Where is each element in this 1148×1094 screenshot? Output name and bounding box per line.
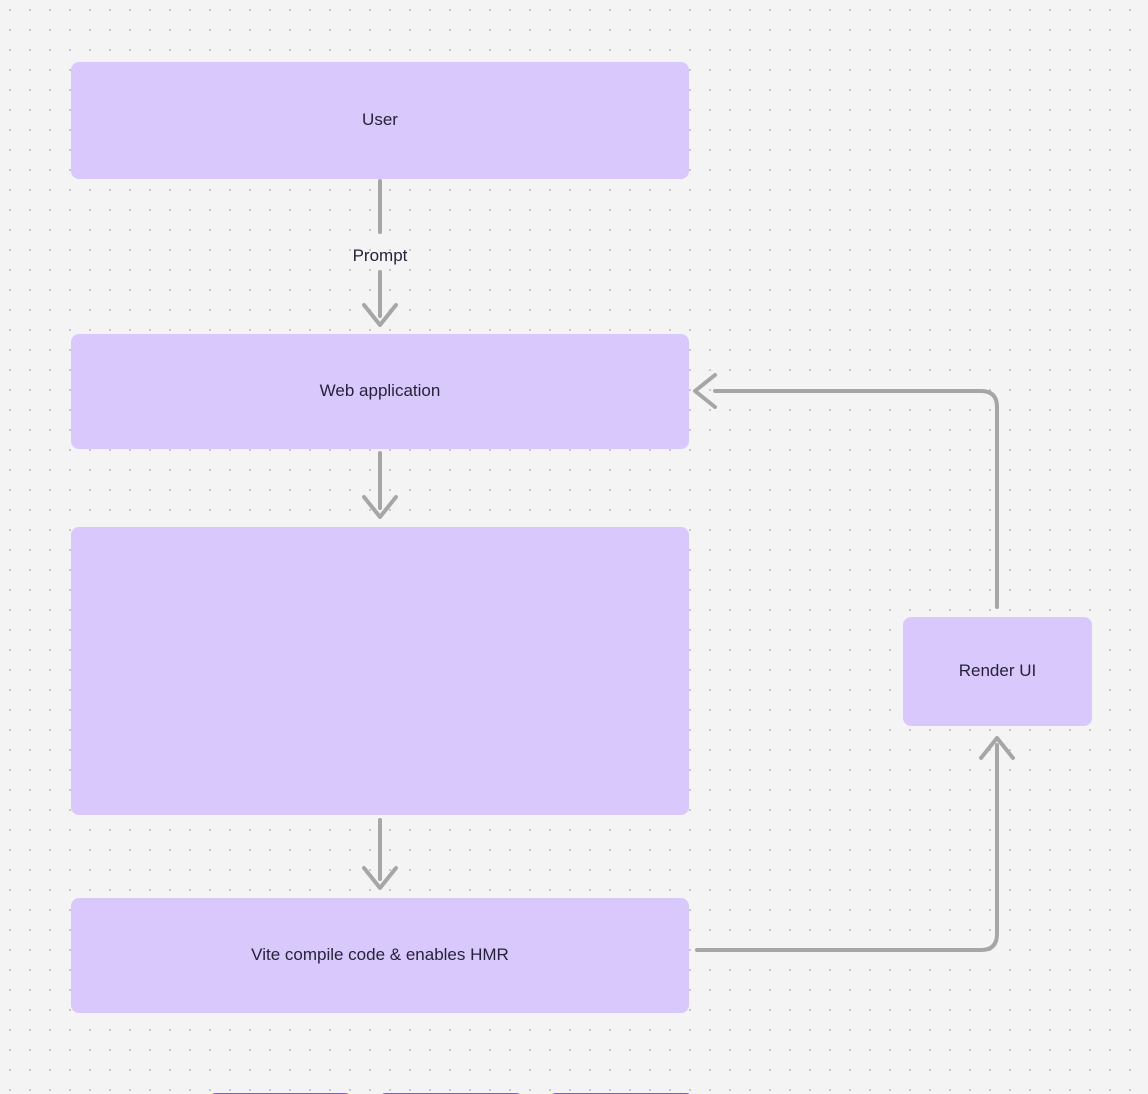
node-web-application[interactable]: Web application: [71, 334, 689, 449]
node-render-ui-label: Render UI: [958, 661, 1037, 681]
node-render-ui[interactable]: Render UI: [903, 617, 1092, 726]
node-react-components[interactable]: HTML = structure CSS = Styles & Layouts …: [71, 527, 694, 1094]
edge-render-to-webapp: [713, 389, 999, 609]
node-vite-compile-label: Vite compile code & enables HMR: [251, 945, 509, 965]
node-user-label: User: [362, 110, 398, 130]
edge-label-prompt: Prompt: [352, 246, 408, 265]
edge-vite-to-render: [695, 743, 999, 952]
arrowhead-render-to-webapp: [693, 373, 717, 409]
node-vite-compile[interactable]: Vite compile code & enables HMR: [71, 898, 689, 1013]
node-user[interactable]: User: [71, 62, 689, 179]
node-web-application-label: Web application: [319, 381, 441, 401]
